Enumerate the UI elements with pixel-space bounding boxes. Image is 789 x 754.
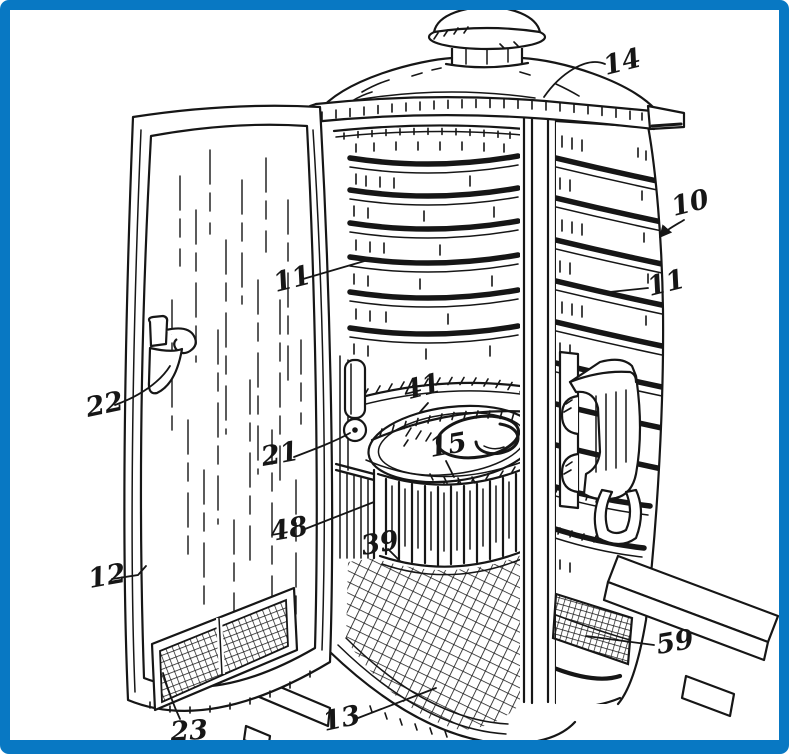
door-vent-grille [150, 586, 299, 712]
base-pallet-right [602, 554, 779, 718]
vent-cap [427, 10, 547, 69]
interior-wall-ribs [347, 153, 521, 344]
ref-label-22: 22 [82, 386, 126, 424]
wall-sheet-holder [568, 358, 642, 501]
patent-drawing: 14 10 11 11 22 21 41 15 48 39 12 23 13 5… [82, 10, 779, 740]
ref-label-13: 13 [320, 700, 363, 738]
ref-label-48: 48 [268, 511, 311, 548]
enclosure-right-wall [551, 118, 665, 706]
door-panel [123, 104, 334, 714]
toilet-unit [356, 376, 537, 576]
grab-handle [593, 488, 643, 546]
ref-label-15: 15 [427, 427, 469, 464]
ref-label-21: 21 [258, 436, 301, 473]
leader-lines [111, 61, 685, 720]
latch-recess-strip [558, 350, 580, 510]
ref-label-12: 12 [86, 558, 128, 595]
ref-label-10: 10 [668, 184, 712, 223]
roof-rim-lip [646, 104, 686, 131]
door-hinge [342, 358, 368, 443]
door-shading [171, 149, 302, 645]
toilet-bowl-opening [435, 414, 521, 460]
ref-label-23: 23 [168, 714, 209, 740]
ref-label-59: 59 [654, 624, 697, 661]
ref-label-39: 39 [359, 525, 402, 562]
corner-post [520, 116, 560, 706]
floor [328, 554, 577, 740]
ref-label-14: 14 [600, 43, 644, 82]
roof-rim [308, 96, 686, 131]
base-vent-grille [551, 592, 634, 666]
toilet-seat [356, 376, 537, 485]
